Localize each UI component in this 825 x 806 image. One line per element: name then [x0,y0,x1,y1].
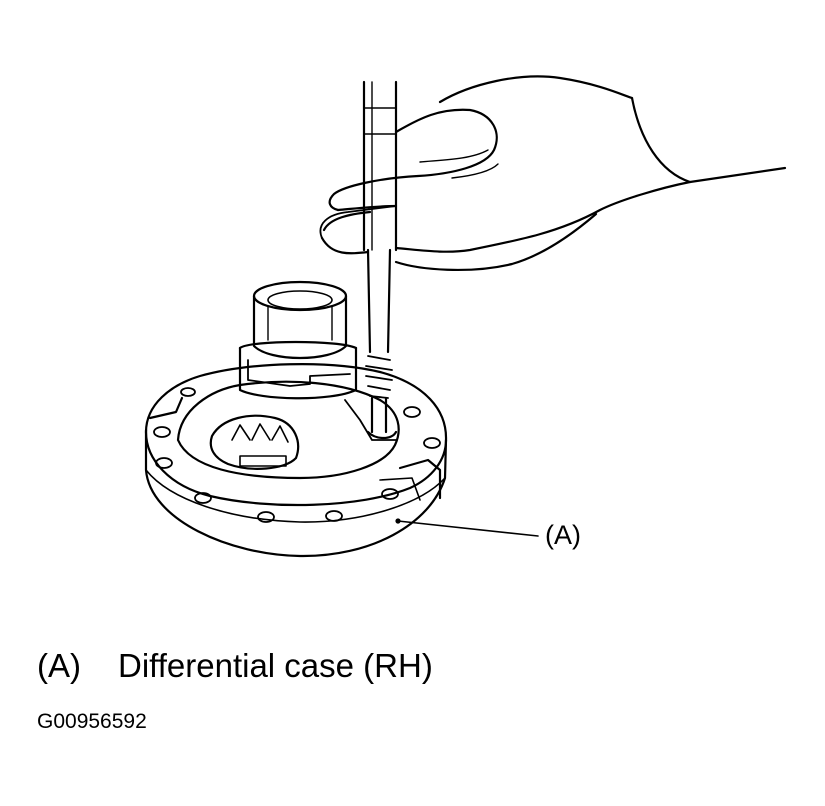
hand-finger-detail [419,149,499,179]
bearing-journal-top [252,280,348,312]
flange-notch-right [398,458,442,500]
differential-case [144,280,448,558]
bolt-hole [257,511,275,523]
bolt-hole [381,488,399,500]
callout-label-a: (A) [545,520,581,550]
hand-index-finger [328,108,498,212]
tool-lower-shaft [366,248,392,354]
bolt-hole [423,437,441,449]
legend-row: (A) Differential case (RH) [37,646,433,686]
hand [319,75,787,271]
flange-notch-left [148,396,184,420]
hand-thumb [320,180,692,255]
hand-wrist-top [438,75,634,104]
callout-leader [395,518,539,537]
tool-tip [370,396,388,434]
legend-key: (A) [37,647,81,684]
hand-finger-lower [319,205,397,239]
case-neck-ring [238,340,358,350]
tool-collar [363,107,397,135]
bolt-hole [194,492,212,504]
flange-side-edge [145,469,446,523]
legend-text: Differential case (RH) [118,647,433,684]
bolt-hole [155,457,173,469]
hand-palm-line [394,212,598,271]
figure-code: G00956592 [37,710,147,733]
bolt-hole [180,387,196,397]
bolt-hole [325,510,343,522]
bolt-hole [153,426,171,438]
case-neck [238,346,358,400]
flange-bottom-rim [144,428,448,558]
pin-punch-tool [362,80,398,440]
tool-spring [365,355,393,399]
callout-dot [395,518,401,524]
tool-tip-end [366,430,398,440]
bearing-journal-inner [267,305,333,341]
bearing-journal-bore [267,290,333,310]
bolt-hole [403,406,421,418]
bearing-journal [252,294,348,360]
hand-back [630,96,787,184]
case-neck-step [247,359,351,387]
case-rib [344,399,397,441]
tool-upper-shaft [362,80,398,252]
case-window [209,414,300,470]
flange-notch-front [379,477,421,501]
pinion-gear [231,423,289,467]
bolt-holes [153,387,441,523]
case-dome [176,380,400,480]
